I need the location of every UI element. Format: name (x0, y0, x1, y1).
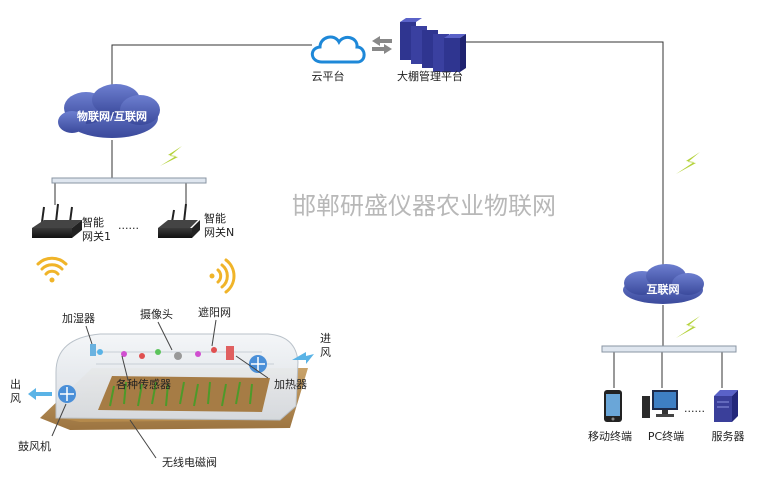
terminal-ellipsis: ...... (684, 402, 705, 415)
wifi-icon (209, 258, 236, 294)
blower-label: 鼓风机 (18, 439, 51, 453)
wifi-icon (36, 256, 68, 283)
valve-label: 无线电磁阀 (162, 455, 217, 469)
air-outlet-label-line2: 风 (10, 392, 21, 405)
cloud-platform-label: 云平台 (312, 69, 345, 83)
internet-cloud (623, 264, 704, 304)
pc-terminal-label: PC终端 (648, 429, 684, 443)
airflow-arrows (28, 352, 314, 400)
gateway-1-label-line2: 网关1 (82, 229, 111, 243)
heater-label: 加热器 (274, 378, 307, 391)
lightning-icon (676, 152, 700, 174)
mobile-terminal-label: 移动终端 (588, 429, 632, 443)
iot-cloud-label: 物联网/互联网 (77, 109, 147, 123)
management-platform-label: 大棚管理平台 (397, 69, 463, 83)
terminal-bus (601, 345, 737, 353)
gateway-1-label-line1: 智能 (82, 215, 104, 229)
cloud-platform-icon (310, 35, 366, 64)
server-label: 服务器 (712, 430, 745, 443)
camera-label: 摄像头 (140, 307, 173, 321)
air-outlet-label-line1: 出 (10, 377, 21, 391)
air-inlet-label-line1: 进 (320, 332, 331, 345)
iot-cloud (58, 84, 160, 138)
gateway-ellipsis: ...... (118, 219, 139, 232)
server-icon (714, 390, 738, 422)
gateway-n-router-icon (158, 203, 200, 238)
air-inlet-label-line2: 风 (320, 346, 331, 359)
sync-arrows-icon (372, 36, 392, 54)
greenhouse-illustration (40, 333, 308, 430)
gateway-n-label-line2: 网关N (204, 225, 234, 239)
shade-net-label: 遮阳网 (198, 305, 231, 319)
pc-icon (642, 390, 678, 418)
gateway-1-router-icon (32, 203, 82, 238)
internet-cloud-label: 互联网 (647, 282, 680, 296)
lightning-icon (160, 146, 182, 166)
connection-lines (54, 41, 723, 388)
gateway-n-label-line1: 智能 (204, 211, 226, 225)
gateway-bus (51, 177, 207, 184)
server-cluster-icon (400, 18, 466, 72)
humidifier-label: 加湿器 (62, 312, 95, 325)
watermark: 邯郸研盛仪器农业物联网 (292, 192, 556, 220)
callout-lines (51, 319, 269, 459)
sensors-label: 各种传感器 (116, 377, 171, 391)
mobile-phone-icon (604, 390, 622, 422)
lightning-icon (676, 316, 700, 338)
